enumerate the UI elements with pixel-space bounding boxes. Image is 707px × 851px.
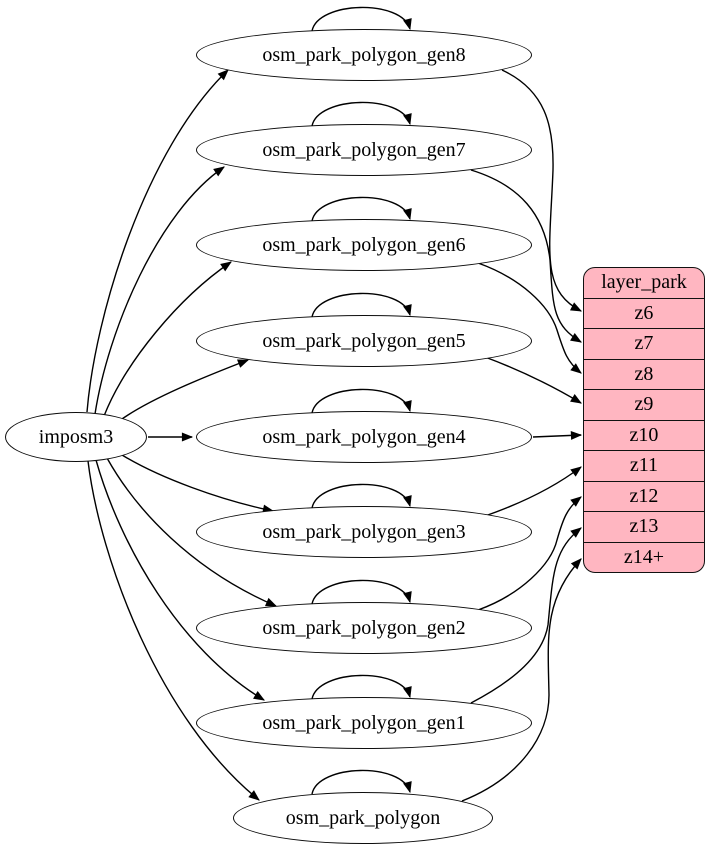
self-loop-osm_park_polygon_gen2 — [311, 579, 412, 605]
node-label: osm_park_polygon_gen7 — [262, 138, 466, 161]
row-label: z6 — [634, 301, 654, 324]
row-label: z7 — [634, 332, 654, 355]
row-label: z8 — [634, 362, 654, 385]
edge-imposm3-to-osm_park_polygon_gen3 — [121, 454, 275, 514]
edge-osm_park_polygon_gen2-to-z12 — [477, 496, 582, 611]
node-label: osm_park_polygon_gen3 — [262, 520, 466, 543]
edge-osm_park_polygon_gen4-to-z10 — [532, 430, 583, 440]
node-osm_park_polygon_gen4: osm_park_polygon_gen4 — [196, 411, 532, 463]
node-label: osm_park_polygon_gen1 — [262, 711, 466, 734]
self-loop-osm_park_polygon_gen8 — [311, 6, 412, 32]
layer-row-z8: z8 — [584, 358, 704, 390]
layer-row-z11: z11 — [584, 450, 704, 481]
node-label: osm_park_polygon_gen2 — [262, 616, 466, 639]
row-label: z10 — [629, 423, 659, 446]
node-layer_park: layer_park z6 z7 z8 z9 z10 z11 z12 z13 z… — [583, 267, 705, 573]
self-loop-osm_park_polygon — [311, 769, 412, 795]
self-loop-osm_park_polygon_gen3 — [311, 483, 412, 509]
node-imposm3-label: imposm3 — [38, 425, 114, 448]
node-label: osm_park_polygon — [285, 806, 441, 829]
node-imposm3: imposm3 — [5, 412, 147, 462]
node-osm_park_polygon_gen3: osm_park_polygon_gen3 — [196, 506, 532, 558]
layer-row-z7: z7 — [584, 328, 704, 359]
row-label: z12 — [629, 484, 659, 507]
node-osm_park_polygon_gen7: osm_park_polygon_gen7 — [196, 124, 532, 176]
row-label: z11 — [629, 454, 659, 477]
layer-row-z6: z6 — [584, 297, 704, 329]
edge-imposm3-to-osm_park_polygon_gen6 — [103, 261, 232, 417]
self-loop-osm_park_polygon_gen7 — [311, 101, 412, 127]
edge-imposm3-to-osm_park_polygon_gen8 — [86, 69, 229, 413]
edge-imposm3-to-osm_park_polygon_gen2 — [106, 457, 278, 607]
node-label: osm_park_polygon_gen8 — [262, 43, 466, 66]
node-label: osm_park_polygon_gen6 — [262, 233, 466, 256]
edge-imposm3-to-osm_park_polygon — [87, 460, 260, 801]
node-osm_park_polygon_gen8: osm_park_polygon_gen8 — [196, 29, 532, 81]
self-loop-osm_park_polygon_gen4 — [311, 388, 412, 414]
edge-osm_park_polygon_gen7-to-z7 — [470, 169, 582, 343]
row-label: z13 — [629, 515, 659, 538]
layer-row-z12: z12 — [584, 480, 704, 512]
row-label: z14+ — [623, 545, 665, 568]
edge-osm_park_polygon-to-z14+ — [461, 558, 582, 802]
edge-osm_park_polygon_gen8-to-z6 — [501, 69, 582, 312]
node-osm_park_polygon: osm_park_polygon — [233, 792, 493, 844]
layer-row-z10: z10 — [584, 419, 704, 451]
layer-row-z9: z9 — [584, 389, 704, 420]
edge-imposm3-to-osm_park_polygon_gen5 — [121, 359, 250, 420]
edge-osm_park_polygon_gen3-to-z11 — [484, 466, 582, 517]
layer-park-title: layer_park — [601, 271, 687, 294]
layer-row-z13: z13 — [584, 511, 704, 542]
edge-osm_park_polygon_gen6-to-z8 — [477, 262, 582, 374]
node-label: osm_park_polygon_gen5 — [262, 329, 466, 352]
self-loop-osm_park_polygon_gen6 — [311, 196, 412, 222]
edge-osm_park_polygon_gen1-to-z13 — [470, 527, 582, 704]
edge-imposm3-to-osm_park_polygon_gen1 — [95, 459, 265, 701]
layer-park-header: layer_park — [584, 268, 704, 298]
node-label: osm_park_polygon_gen4 — [262, 425, 466, 448]
self-loop-osm_park_polygon_gen5 — [311, 292, 412, 318]
node-osm_park_polygon_gen1: osm_park_polygon_gen1 — [196, 697, 532, 749]
edge-imposm3-to-osm_park_polygon_gen7 — [94, 166, 225, 415]
node-osm_park_polygon_gen2: osm_park_polygon_gen2 — [196, 602, 532, 654]
self-loop-osm_park_polygon_gen1 — [311, 674, 412, 700]
node-osm_park_polygon_gen5: osm_park_polygon_gen5 — [196, 315, 532, 367]
layer-row-z14+: z14+ — [584, 541, 704, 573]
row-label: z9 — [634, 393, 654, 416]
edge-osm_park_polygon_gen5-to-z9 — [484, 356, 582, 404]
node-osm_park_polygon_gen6: osm_park_polygon_gen6 — [196, 219, 532, 271]
